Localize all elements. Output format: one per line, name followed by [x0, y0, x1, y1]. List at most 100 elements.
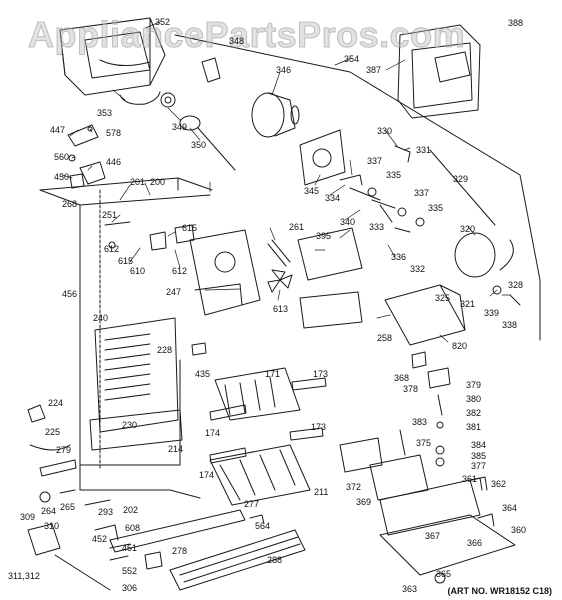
part-label: 384 [471, 440, 487, 450]
valve-parts-drawing [399, 351, 451, 467]
part-label: 335 [386, 170, 402, 180]
part-label: 388 [508, 18, 524, 28]
art-number: (ART NO. WR18152 C18) [447, 586, 552, 596]
part-label: 369 [356, 497, 372, 507]
part-label: 350 [191, 140, 207, 150]
part-label: 447 [50, 125, 66, 135]
part-label: 247 [166, 287, 182, 297]
part-label: 349 [172, 122, 188, 132]
fan-blade-drawing [267, 239, 293, 293]
part-label: 615 [182, 223, 198, 233]
part-label: 820 [452, 341, 468, 351]
panel-214-drawing [89, 409, 183, 451]
part-label: 383 [412, 417, 428, 427]
part-362-drawing [471, 476, 488, 491]
part-365-drawing [434, 572, 446, 584]
part-label: 261 [289, 222, 305, 232]
part-label: 450 [54, 172, 70, 182]
part-label: 288 [267, 555, 283, 565]
part-label: 340 [340, 217, 356, 227]
dispenser-drawing [397, 24, 481, 119]
part-364-drawing [477, 513, 495, 527]
part-label: 251 [102, 210, 118, 220]
part-label: 366 [467, 538, 483, 548]
part-label: 578 [106, 128, 122, 138]
bracket-348-drawing [201, 57, 221, 83]
fan-shroud-drawing [299, 129, 346, 186]
part-label: 385 [471, 451, 487, 461]
part-564-drawing [249, 514, 265, 525]
part-label: 615 [118, 256, 134, 266]
part-label: 174 [205, 428, 221, 438]
part-label: 336 [391, 252, 407, 262]
part-label: 277 [244, 499, 260, 509]
part-label: 173 [311, 422, 327, 432]
part-label: 339 [484, 308, 500, 318]
part-label: 375 [416, 438, 432, 448]
part-label: 311,312 [8, 571, 40, 581]
part-label: 228 [157, 345, 173, 355]
part-label: 608 [125, 523, 141, 533]
part-label: 612 [172, 266, 188, 276]
control-panel-drawing [297, 227, 363, 329]
part-label: 451 [122, 543, 138, 553]
watermark-text: AppliancePartsPros.com [27, 14, 466, 56]
part-label: 348 [229, 36, 245, 46]
part-label: 360 [511, 525, 527, 535]
clip-435-drawing [191, 342, 207, 356]
part-label: 353 [97, 108, 113, 118]
part-label: 333 [369, 222, 385, 232]
part-label: 378 [403, 384, 419, 394]
part-label: 363 [402, 584, 418, 594]
part-label: 224 [48, 398, 64, 408]
part-label: 613 [273, 304, 289, 314]
part-label: 202 [123, 505, 139, 515]
part-label: 346 [276, 65, 292, 75]
part-label: 279 [56, 445, 72, 455]
part-label: 309 [20, 512, 36, 522]
part-label: 332 [410, 264, 426, 274]
part-label: 560 [54, 152, 70, 162]
part-label: 278 [172, 546, 188, 556]
part-label: 552 [122, 566, 138, 576]
part-label: 320 [460, 224, 476, 234]
part-label: 225 [45, 427, 61, 437]
part-label: 174 [199, 470, 215, 480]
part-278-drawing [144, 551, 163, 570]
part-label: 321 [460, 299, 476, 309]
part-label: 345 [304, 186, 320, 196]
leader-lines [61, 21, 511, 343]
part-label: 214 [168, 444, 184, 454]
evaporator-drawing [94, 317, 179, 433]
icemaker-drawing [384, 232, 521, 346]
part-label: 387 [366, 65, 382, 75]
part-label: 293 [98, 507, 114, 517]
part-label: 240 [93, 313, 109, 323]
part-label: 173 [313, 369, 329, 379]
linkage-parts-drawing [339, 145, 496, 233]
part-label: 329 [453, 174, 469, 184]
part-label: 365 [436, 569, 452, 579]
part-label: 211 [314, 487, 329, 497]
ice-bucket-drawing [59, 17, 166, 96]
part-label: 334 [325, 193, 341, 203]
part-label: 395 [316, 231, 332, 241]
auger-motor-drawing [119, 91, 236, 171]
part-label: 381 [466, 422, 482, 432]
part-label: 338 [502, 320, 518, 330]
part-label: 380 [466, 394, 482, 404]
part-label: 200 [150, 177, 166, 187]
part-label: 264 [41, 506, 57, 516]
part-label: 361 [462, 474, 478, 484]
part-label: 435 [195, 369, 211, 379]
fan-bracket-drawing [189, 229, 261, 316]
shelf-drawing [209, 367, 311, 506]
part-label: 379 [466, 380, 482, 390]
part-label: 564 [255, 521, 271, 531]
hinge-parts-drawing [67, 124, 106, 189]
part-label: 258 [377, 333, 393, 343]
part-label: 230 [122, 420, 138, 430]
damper-parts-drawing [104, 221, 195, 251]
part-label: 456 [62, 289, 78, 299]
